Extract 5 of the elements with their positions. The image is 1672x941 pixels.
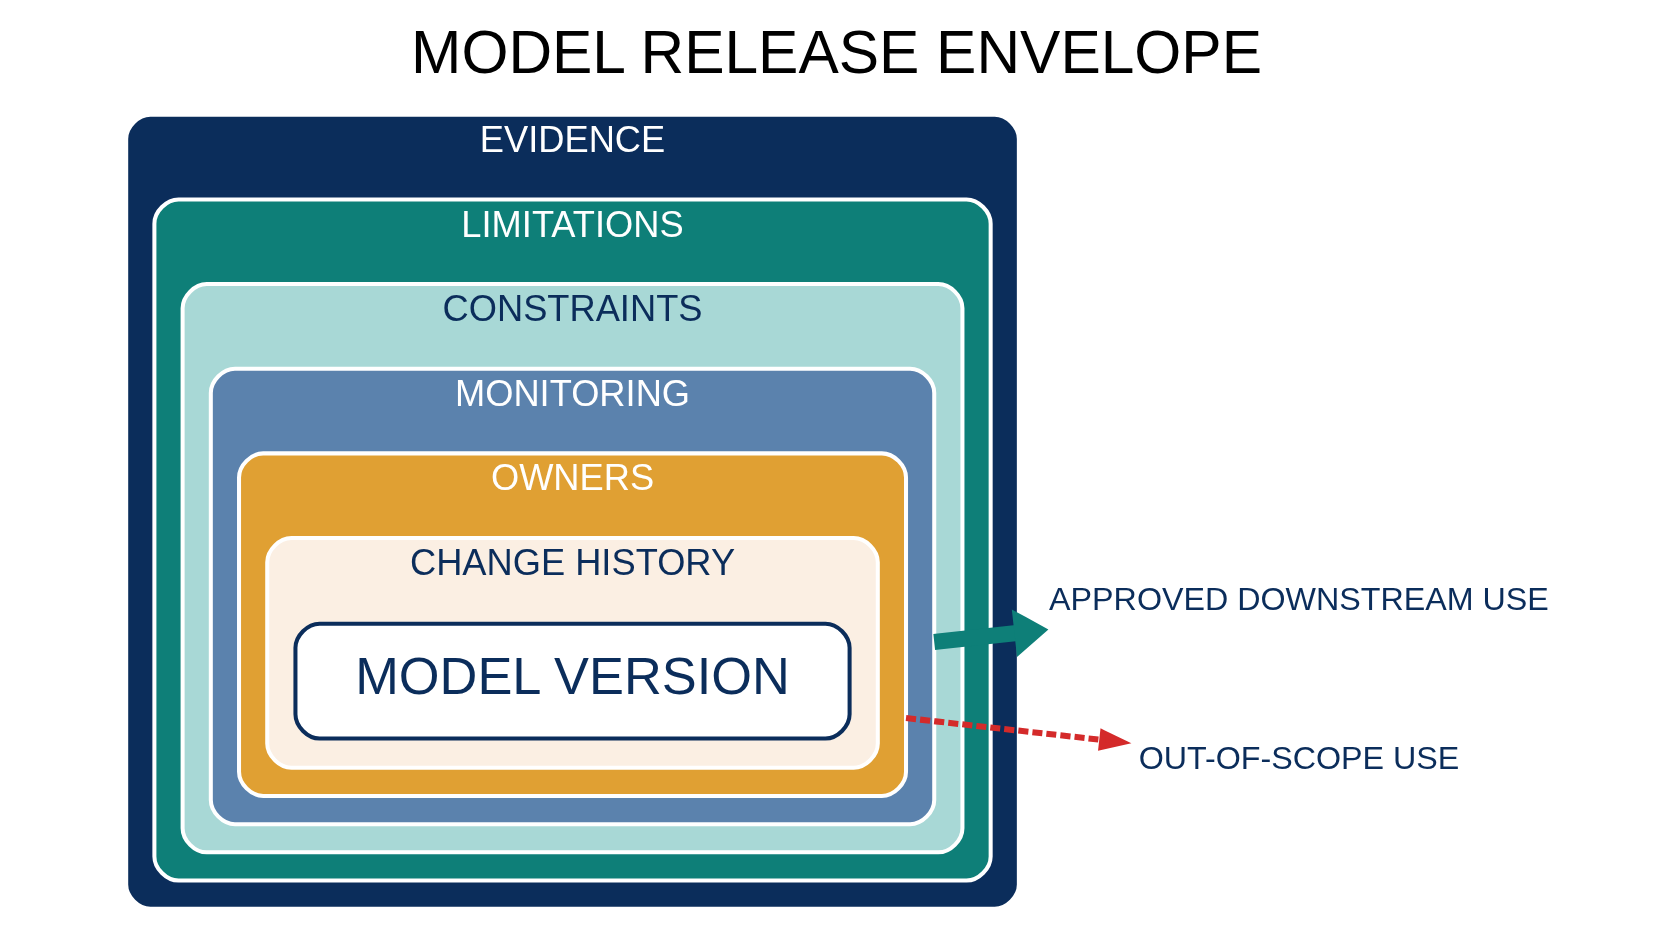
arrow	[905, 715, 1131, 751]
node-text: OUT-OF-SCOPE USE	[1138, 740, 1459, 777]
node-text: APPROVED DOWNSTREAM USE	[1048, 581, 1549, 618]
diagram-title: MODEL RELEASE ENVELOPE	[410, 17, 1262, 86]
node-box: MODEL VERSION	[292, 621, 852, 741]
